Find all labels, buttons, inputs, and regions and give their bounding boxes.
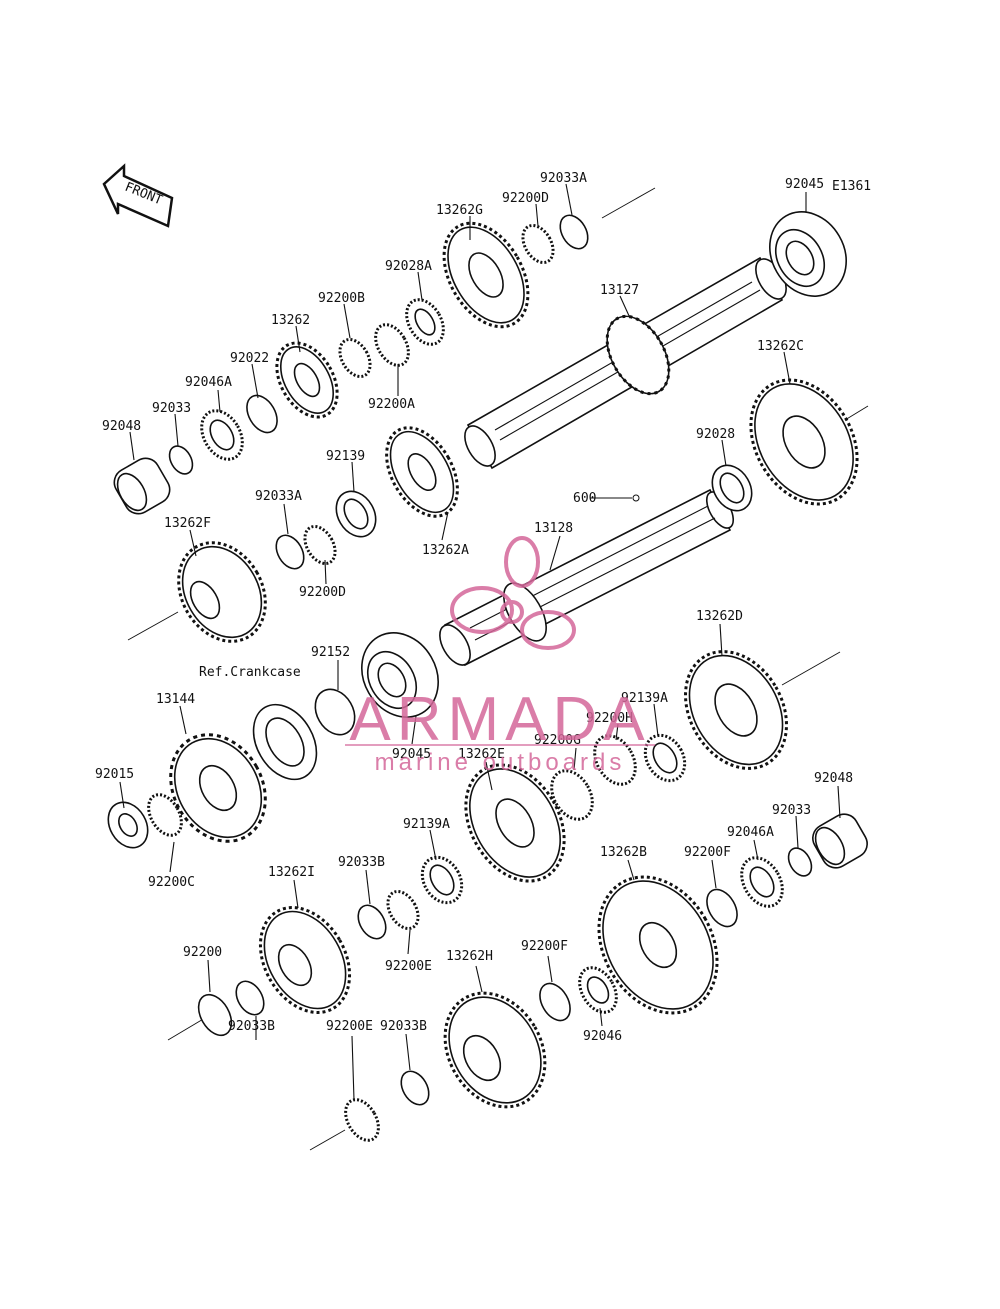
label-92033B-lower: 92033B xyxy=(380,1019,427,1034)
label-13262D: 13262D xyxy=(696,609,743,624)
bearing-92139A-right xyxy=(643,733,687,783)
label-92200H: 92200H xyxy=(586,711,633,726)
gear-13262I xyxy=(258,906,352,1014)
label-13262F: 13262F xyxy=(164,516,211,531)
label-92048-left: 92048 xyxy=(102,419,141,434)
bearing-92045-mid xyxy=(361,632,439,718)
output-shaft-13128 xyxy=(439,488,735,667)
gear-13262G xyxy=(442,221,530,329)
watermark-tagline: marine outboards xyxy=(375,749,626,776)
label-13262A: 13262A xyxy=(422,543,469,558)
label-92200D-top: 92200D xyxy=(502,191,549,206)
label-92152: 92152 xyxy=(311,645,350,660)
propeller-logo-icon xyxy=(450,536,576,650)
label-92139A-right: 92139A xyxy=(621,691,668,706)
label-92200D-mid: 92200D xyxy=(299,585,346,600)
gear-13262E xyxy=(464,763,566,883)
label-92046A-left: 92046A xyxy=(185,375,232,390)
bearing-92045-top xyxy=(769,211,847,297)
gear-13262F xyxy=(177,541,267,643)
gear-13262H xyxy=(443,991,547,1109)
collar-92152 xyxy=(314,688,356,736)
gear-13262A xyxy=(385,426,459,518)
label-92028A: 92028A xyxy=(385,259,432,274)
sprocket-13144 xyxy=(169,733,267,843)
label-13262B: 13262B xyxy=(600,845,647,860)
gear-13262D xyxy=(684,650,788,770)
main-shaft-13127 xyxy=(464,256,787,470)
leader-lines xyxy=(119,183,841,1101)
label-92200A: 92200A xyxy=(368,397,415,412)
armada-watermark: ARMADA marine outboards xyxy=(345,536,655,776)
label-13262C: 13262C xyxy=(757,339,804,354)
label-92200: 92200 xyxy=(183,945,222,960)
label-92139A-mid: 92139A xyxy=(403,817,450,832)
label-13262H: 13262H xyxy=(446,949,493,964)
diagram-code: E1361 xyxy=(832,179,871,194)
label-13262: 13262 xyxy=(271,313,310,328)
collar-92048-right xyxy=(812,813,868,869)
label-92033A-mid: 92033A xyxy=(255,489,302,504)
collar-92048-left xyxy=(113,457,171,515)
label-92200B: 92200B xyxy=(318,291,365,306)
label-92048-right: 92048 xyxy=(814,771,853,786)
label-92028: 92028 xyxy=(696,427,735,442)
label-92046: 92046 xyxy=(583,1029,622,1044)
part-labels: 92033A 92045 92200D 13262G 92028A 13127 … xyxy=(95,171,853,1044)
front-arrow-icon: FRONT xyxy=(102,163,174,228)
nut-92015 xyxy=(107,801,149,849)
gear-13262C xyxy=(749,378,859,506)
needle-bearing-92046 xyxy=(578,966,618,1014)
label-92200E-lower: 92200E xyxy=(326,1019,373,1034)
watermark-brand: ARMADA xyxy=(349,685,650,754)
needle-bearing-92046A-left xyxy=(200,409,244,461)
label-92022: 92022 xyxy=(230,351,269,366)
needle-bearing-92028A xyxy=(405,298,445,346)
bushing-92139 xyxy=(335,490,377,538)
label-13144: 13144 xyxy=(156,692,195,707)
label-13127: 13127 xyxy=(600,283,639,298)
label-13262G: 13262G xyxy=(436,203,483,218)
label-92045-top: 92045 xyxy=(785,177,824,192)
gear-13262B xyxy=(597,875,719,1015)
label-92033B-left: 92033B xyxy=(228,1019,275,1034)
label-92033A-top: 92033A xyxy=(540,171,587,186)
needle-bearing-92046A-right xyxy=(740,856,784,908)
label-92139: 92139 xyxy=(326,449,365,464)
label-13262E: 13262E xyxy=(458,747,505,762)
label-92046A-right: 92046A xyxy=(727,825,774,840)
label-600: 600 xyxy=(573,491,596,506)
axis-lines xyxy=(127,187,869,1151)
label-92200E-upper: 92200E xyxy=(385,959,432,974)
label-ref-crankcase: Ref.Crankcase xyxy=(199,665,301,680)
bushing-92028 xyxy=(711,464,753,512)
label-92200F-lower: 92200F xyxy=(521,939,568,954)
label-92200F-upper: 92200F xyxy=(684,845,731,860)
label-92015: 92015 xyxy=(95,767,134,782)
washers-and-circlips xyxy=(147,214,813,1142)
label-92200C: 92200C xyxy=(148,875,195,890)
label-92033B-upper: 92033B xyxy=(338,855,385,870)
label-92033-right: 92033 xyxy=(772,803,811,818)
bearing-92139A-mid xyxy=(420,855,464,905)
gear-13262 xyxy=(275,341,339,419)
label-13262I: 13262I xyxy=(268,865,315,880)
label-92033-left: 92033 xyxy=(152,401,191,416)
oil-seal-ref-crankcase xyxy=(252,703,318,781)
label-92045-mid: 92045 xyxy=(392,747,431,762)
label-13128: 13128 xyxy=(534,521,573,536)
